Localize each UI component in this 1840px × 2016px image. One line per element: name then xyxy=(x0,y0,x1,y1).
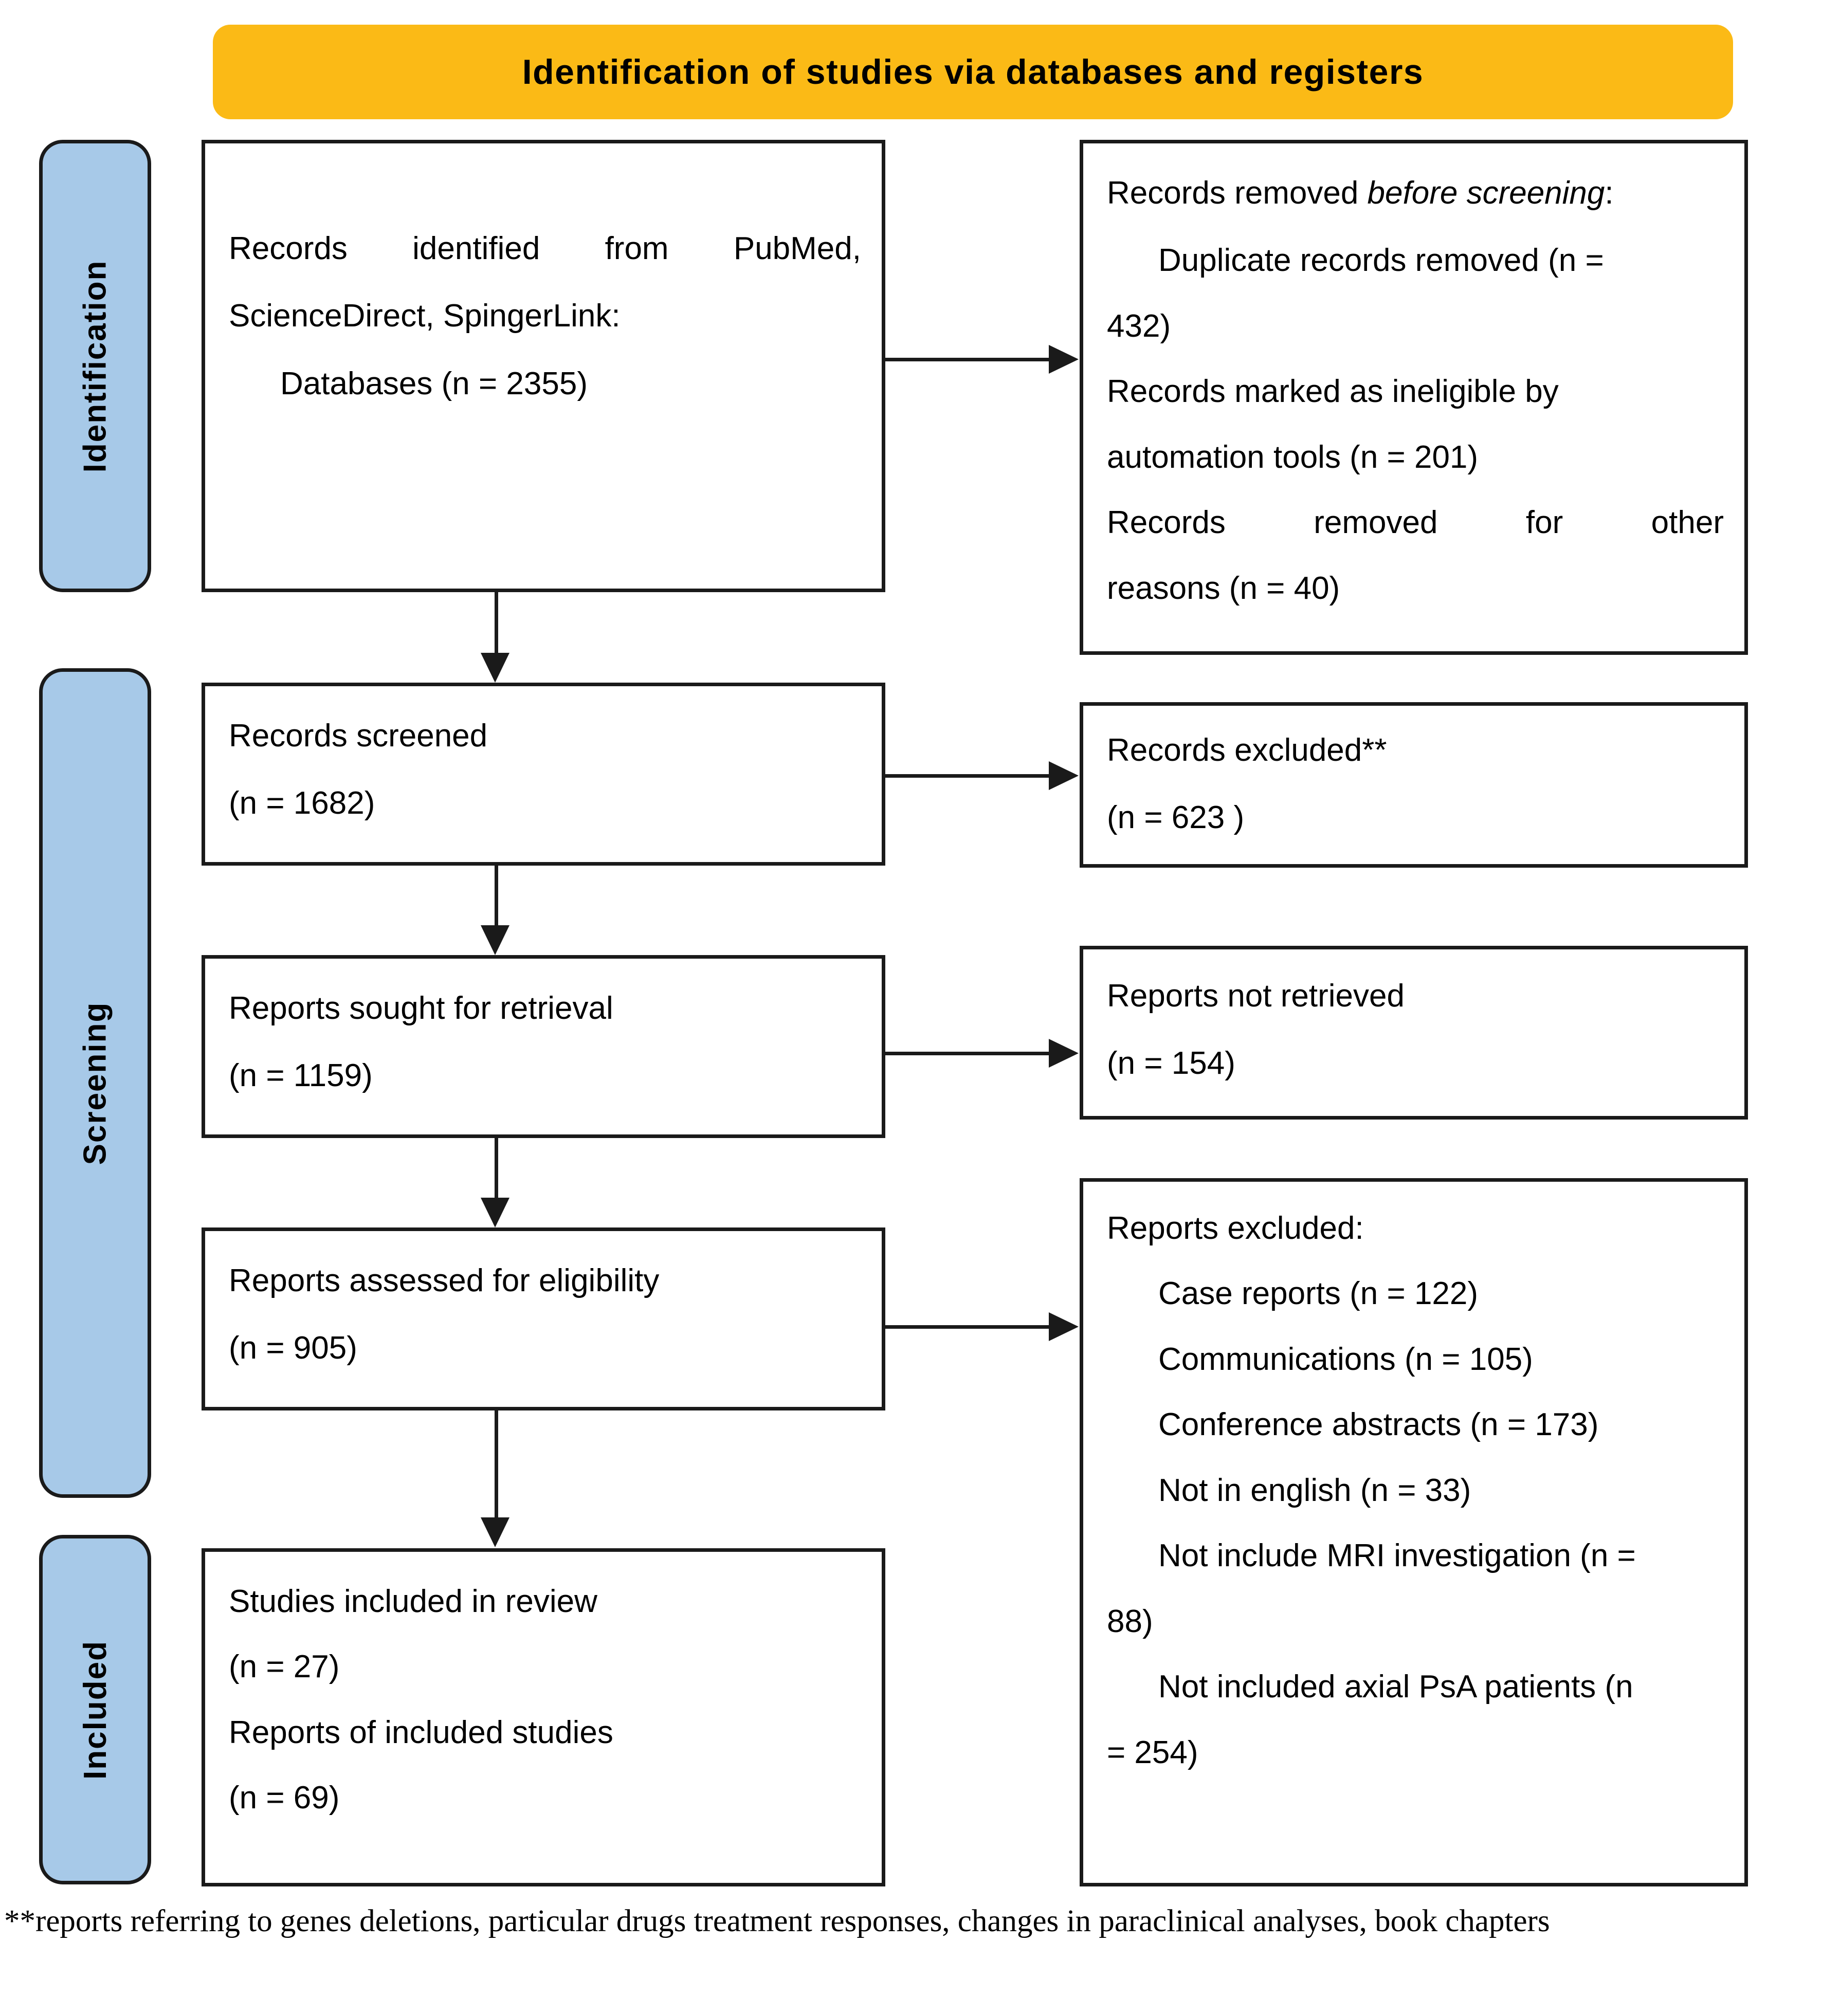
reports-excluded-item-2: Conference abstracts (n = 173) xyxy=(1158,1407,1599,1443)
reports-excluded-item-3: Not in english (n = 33) xyxy=(1158,1472,1471,1508)
reports-excluded-item-4: Not include MRI investigation (n = xyxy=(1158,1538,1636,1574)
box-records-identified: Records identified from PubMed, ScienceD… xyxy=(202,140,885,592)
records-removed-item2-cont: automation tools (n = 201) xyxy=(1107,439,1479,475)
arrowhead-sought-to-not-retrieved xyxy=(1049,1039,1079,1068)
records-screened-line2: (n = 1682) xyxy=(229,785,375,821)
records-removed-item3: Records removed for other xyxy=(1107,505,1724,541)
stage-bar-screening: Screening xyxy=(39,668,151,1498)
records-screened-line1: Records screened xyxy=(229,718,488,754)
arrowhead-assessed-to-included xyxy=(481,1517,509,1547)
arrowhead-identified-to-screened xyxy=(481,653,509,683)
box-reports-assessed: Reports assessed for eligibility (n = 90… xyxy=(202,1227,885,1410)
records-identified-line1: Records identified from PubMed, xyxy=(229,231,861,266)
footnote: **reports referring to genes deletions, … xyxy=(4,1904,1550,1938)
records-excluded-line2: (n = 623 ) xyxy=(1107,800,1245,836)
records-removed-heading-italic: before screening xyxy=(1367,175,1605,211)
box-reports-sought: Reports sought for retrieval (n = 1159) xyxy=(202,955,885,1138)
banner-title: Identification of studies via databases … xyxy=(522,52,1424,91)
reports-not-retrieved-line2: (n = 154) xyxy=(1107,1046,1235,1082)
arrowhead-identified-to-removed xyxy=(1049,345,1079,374)
records-removed-item1-cont: 432) xyxy=(1107,308,1171,344)
connector-identified-to-screened xyxy=(495,592,498,660)
studies-included-line1: Studies included in review xyxy=(229,1584,597,1619)
box-records-screened: Records screened (n = 1682) xyxy=(202,683,885,866)
arrowhead-screened-to-sought xyxy=(481,925,509,955)
reports-not-retrieved-line1: Reports not retrieved xyxy=(1107,978,1405,1014)
records-removed-item3-cont: reasons (n = 40) xyxy=(1107,570,1340,606)
reports-excluded-item-0: Case reports (n = 122) xyxy=(1158,1276,1479,1312)
records-identified-line3: Databases (n = 2355) xyxy=(280,365,588,401)
connector-assessed-to-reports-excluded xyxy=(885,1325,1049,1329)
arrowhead-assessed-to-reports-excluded xyxy=(1049,1312,1079,1341)
reports-excluded-item-5: 88) xyxy=(1107,1603,1153,1639)
reports-sought-line1: Reports sought for retrieval xyxy=(229,991,613,1026)
records-removed-item1: Duplicate records removed (n = xyxy=(1158,243,1604,279)
reports-excluded-heading: Reports excluded: xyxy=(1107,1211,1364,1246)
records-removed-heading-prefix: Records removed xyxy=(1107,175,1368,211)
records-removed-heading: Records removed before screening: xyxy=(1107,175,1724,211)
reports-assessed-line2: (n = 905) xyxy=(229,1330,357,1366)
connector-sought-to-not-retrieved xyxy=(885,1052,1049,1055)
box-studies-included: Studies included in review (n = 27) Repo… xyxy=(202,1548,885,1886)
connector-screened-to-excluded xyxy=(885,774,1049,778)
records-excluded-line1: Records excluded** xyxy=(1107,732,1387,768)
records-identified-line2: ScienceDirect, SpingerLink: xyxy=(229,298,621,334)
studies-included-line4: (n = 69) xyxy=(229,1780,340,1816)
stage-label-screening: Screening xyxy=(77,1001,113,1165)
reports-excluded-item-1: Communications (n = 105) xyxy=(1158,1341,1533,1377)
records-removed-heading-suffix: : xyxy=(1605,175,1614,211)
studies-included-line2: (n = 27) xyxy=(229,1649,340,1685)
records-removed-item2: Records marked as ineligible by xyxy=(1107,374,1559,410)
box-reports-excluded-list: Reports excluded: Case reports (n = 122)… xyxy=(1080,1178,1748,1886)
reports-sought-line2: (n = 1159) xyxy=(229,1058,373,1094)
stage-bar-identification: Identification xyxy=(39,140,151,592)
connector-screened-to-sought xyxy=(495,866,498,931)
arrowhead-screened-to-excluded xyxy=(1049,761,1079,790)
diagram-banner: Identification of studies via databases … xyxy=(213,25,1733,119)
reports-assessed-line1: Reports assessed for eligibility xyxy=(229,1263,660,1298)
arrowhead-sought-to-assessed xyxy=(481,1198,509,1227)
connector-sought-to-assessed xyxy=(495,1138,498,1204)
box-records-removed-before-screening: Records removed before screening: Duplic… xyxy=(1080,140,1748,655)
box-records-excluded: Records excluded** (n = 623 ) xyxy=(1080,702,1748,868)
box-reports-not-retrieved: Reports not retrieved (n = 154) xyxy=(1080,946,1748,1120)
connector-assessed-to-included xyxy=(495,1410,498,1525)
reports-excluded-item-7: = 254) xyxy=(1107,1734,1198,1770)
studies-included-line3: Reports of included studies xyxy=(229,1714,613,1750)
stage-bar-included: Included xyxy=(39,1535,151,1884)
reports-excluded-item-6: Not included axial PsA patients (n xyxy=(1158,1669,1633,1705)
connector-identified-to-removed xyxy=(885,358,1049,361)
stage-label-identification: Identification xyxy=(77,260,113,472)
stage-label-included: Included xyxy=(77,1640,113,1780)
